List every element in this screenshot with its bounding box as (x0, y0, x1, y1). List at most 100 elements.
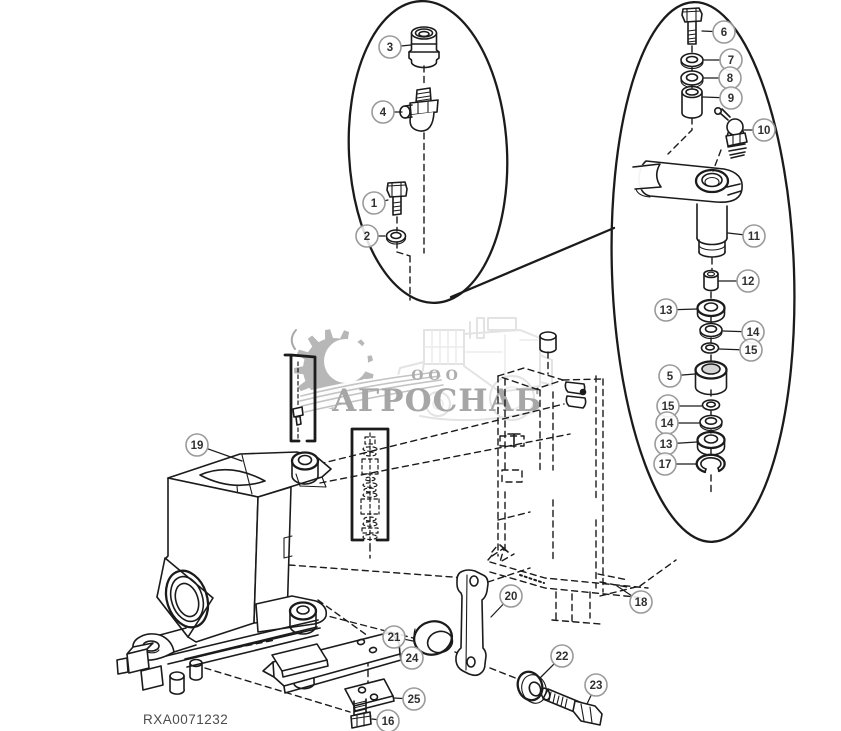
callout-number: 2 (364, 231, 370, 243)
drawing-path (283, 353, 317, 443)
drawing-path (369, 693, 379, 701)
part-22-washer (516, 670, 547, 704)
drawing-path (416, 91, 431, 102)
callout-number: 18 (635, 597, 648, 609)
callout-6: 6 (701, 20, 736, 44)
drawing-path (424, 330, 464, 364)
callout-leader-line (676, 441, 698, 444)
callout-4: 4 (371, 100, 403, 124)
callout-leader-line (727, 232, 744, 236)
drawing-path (362, 492, 378, 498)
drawing-path (189, 662, 203, 681)
drawing-path (497, 511, 531, 521)
drawing-path (507, 433, 521, 448)
drawing-path (204, 667, 351, 713)
callout-13: 13 (654, 432, 698, 456)
drawing-path (363, 487, 377, 493)
drawing-path (565, 395, 587, 409)
drawing-path (291, 460, 319, 485)
drawing-path (390, 231, 402, 240)
callout-circle (654, 298, 678, 322)
drawing-path (184, 626, 319, 668)
part-20-plate (455, 569, 489, 677)
drawing-path (344, 678, 394, 707)
callout-15: 15 (656, 394, 703, 418)
callout-circle (400, 646, 424, 670)
drawing-path (361, 527, 379, 534)
callout-circle (355, 224, 379, 248)
valve-channel-phantom (283, 353, 317, 443)
callout-11: 11 (727, 224, 766, 248)
drawing-path (696, 298, 726, 318)
drawing-path (297, 454, 313, 466)
drawing-path (214, 639, 276, 653)
part-8-washer (680, 70, 704, 88)
drawing-path (501, 469, 523, 483)
drawing-path (597, 573, 641, 597)
callout-13: 13 (654, 298, 698, 322)
drawing-path (169, 675, 185, 695)
callout-number: 9 (728, 93, 734, 105)
drawing-path (685, 73, 699, 82)
drawing-path (704, 176, 720, 188)
part-19-support-bracket (116, 451, 332, 695)
part-23-bolt (540, 687, 603, 726)
drawing-path (387, 181, 407, 198)
drawing-path (432, 398, 444, 410)
drawing-path (174, 582, 200, 618)
drawing-path (635, 188, 651, 198)
callout-number: 6 (721, 27, 727, 39)
drawing-path (418, 30, 430, 38)
drawing-path (701, 363, 721, 375)
callout-number: 13 (660, 439, 673, 451)
part-21-bushing (413, 620, 454, 656)
callout-leader-line (722, 330, 743, 333)
callout-circle (719, 86, 743, 110)
drawing-path (704, 344, 715, 351)
drawing-path (292, 406, 304, 426)
drawing-path (700, 342, 720, 354)
drawing-path (350, 427, 390, 542)
callout-20: 20 (490, 584, 523, 618)
centerline-dashes (667, 45, 722, 493)
part-12-bushing (703, 269, 719, 292)
drawing-path (455, 569, 489, 677)
drawing-path (385, 229, 407, 243)
drawing-path (667, 117, 693, 155)
callout-15: 15 (718, 338, 763, 362)
drawing-path (695, 453, 726, 474)
callout-number: 14 (747, 327, 760, 339)
callout-leader-line (371, 718, 378, 721)
part-7-washer (680, 52, 704, 70)
drawing-path (463, 329, 541, 393)
callout-2: 2 (355, 224, 386, 248)
callout-16: 16 (371, 709, 400, 731)
drawing-path (680, 70, 704, 86)
drawing-path (415, 87, 432, 104)
drawing-path (288, 564, 531, 583)
drawing-path (385, 237, 407, 245)
detail-ellipse-left (347, 0, 509, 304)
detail-pointer-line (449, 226, 616, 299)
callout-circle (739, 338, 763, 362)
drawing-path (551, 591, 601, 625)
callout-leader-line (702, 96, 721, 99)
callout-14: 14 (655, 411, 701, 435)
drawing-path (698, 244, 726, 251)
drawing-path (580, 703, 593, 724)
drawing-path (685, 88, 699, 96)
callout-number: 15 (662, 401, 675, 413)
drawing-path (491, 547, 515, 563)
drawing-path (140, 665, 164, 691)
drawing-path (169, 575, 205, 623)
drawing-path (633, 163, 662, 190)
callout-number: 7 (728, 55, 734, 67)
drawing-path (425, 391, 451, 417)
callout-5: 5 (658, 364, 696, 388)
callout-circle (378, 35, 402, 59)
drawing-path (396, 216, 411, 301)
main-assembly-view (116, 331, 677, 729)
drawing-path (701, 172, 723, 188)
part-15-washer-upper (700, 342, 720, 354)
